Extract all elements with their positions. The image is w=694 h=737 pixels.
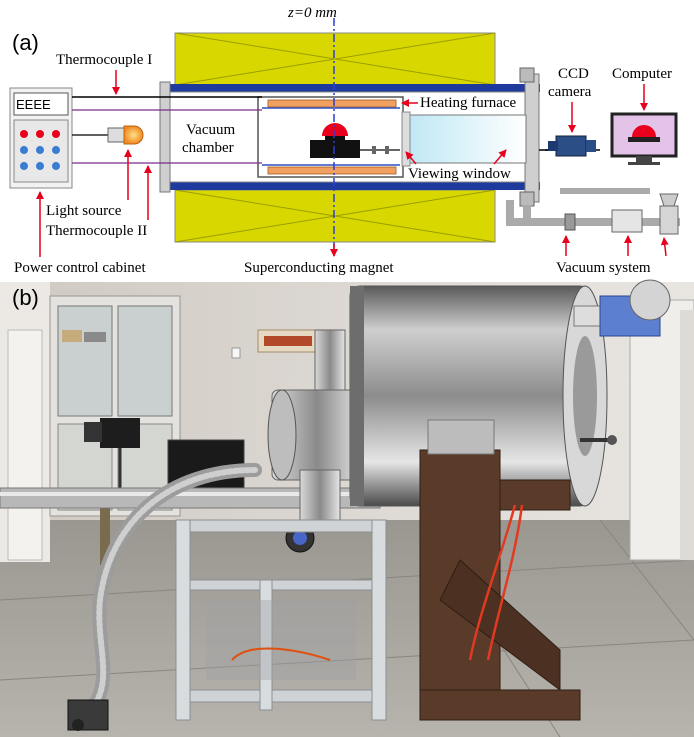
panel-a: (a) (9, 5, 680, 276)
vacuum-chamber-photo-icon (267, 329, 363, 553)
label-ccd-camera-line2: camera (548, 84, 592, 100)
power-control-cabinet: EEEE (9, 87, 73, 189)
aluminium-frame-stand (175, 519, 387, 721)
label-power-control-cabinet: Power control cabinet (14, 260, 146, 276)
label-viewing-window: Viewing window (408, 166, 511, 182)
label-superconducting-magnet: Superconducting magnet (244, 260, 394, 276)
label-vacuum-chamber-line2: chamber (182, 140, 234, 156)
vacuum-system (506, 67, 680, 235)
label-ccd-camera-line1: CCD (558, 66, 589, 82)
superconducting-magnet-top (174, 32, 496, 86)
superconducting-magnet-bottom (174, 189, 496, 243)
cabinet-display: EEEE (16, 97, 51, 112)
panel-b-photo (0, 279, 694, 737)
label-heating-furnace: Heating furnace (420, 95, 517, 111)
ccd-camera-photo-icon (84, 418, 140, 500)
panel-b-label: (b) (12, 285, 39, 310)
label-computer: Computer (612, 66, 672, 82)
label-thermocouple-2: Thermocouple II (46, 223, 147, 239)
superconducting-magnet-photo-icon (349, 279, 671, 507)
label-vacuum-system: Vacuum system (556, 260, 651, 276)
z-axis-label: z=0 mm (287, 5, 337, 21)
magnet-support-stand (419, 419, 581, 721)
ccd-camera-icon (548, 135, 596, 157)
label-thermocouple-1: Thermocouple I (56, 52, 152, 68)
panel-a-label: (a) (12, 30, 39, 55)
label-light-source: Light source (46, 203, 122, 219)
computer-icon (610, 112, 678, 165)
light-source-icon (107, 125, 144, 145)
glass-cabinet-icon (49, 295, 181, 517)
label-vacuum-chamber-line1: Vacuum (186, 122, 235, 138)
vacuum-chamber (159, 73, 540, 203)
